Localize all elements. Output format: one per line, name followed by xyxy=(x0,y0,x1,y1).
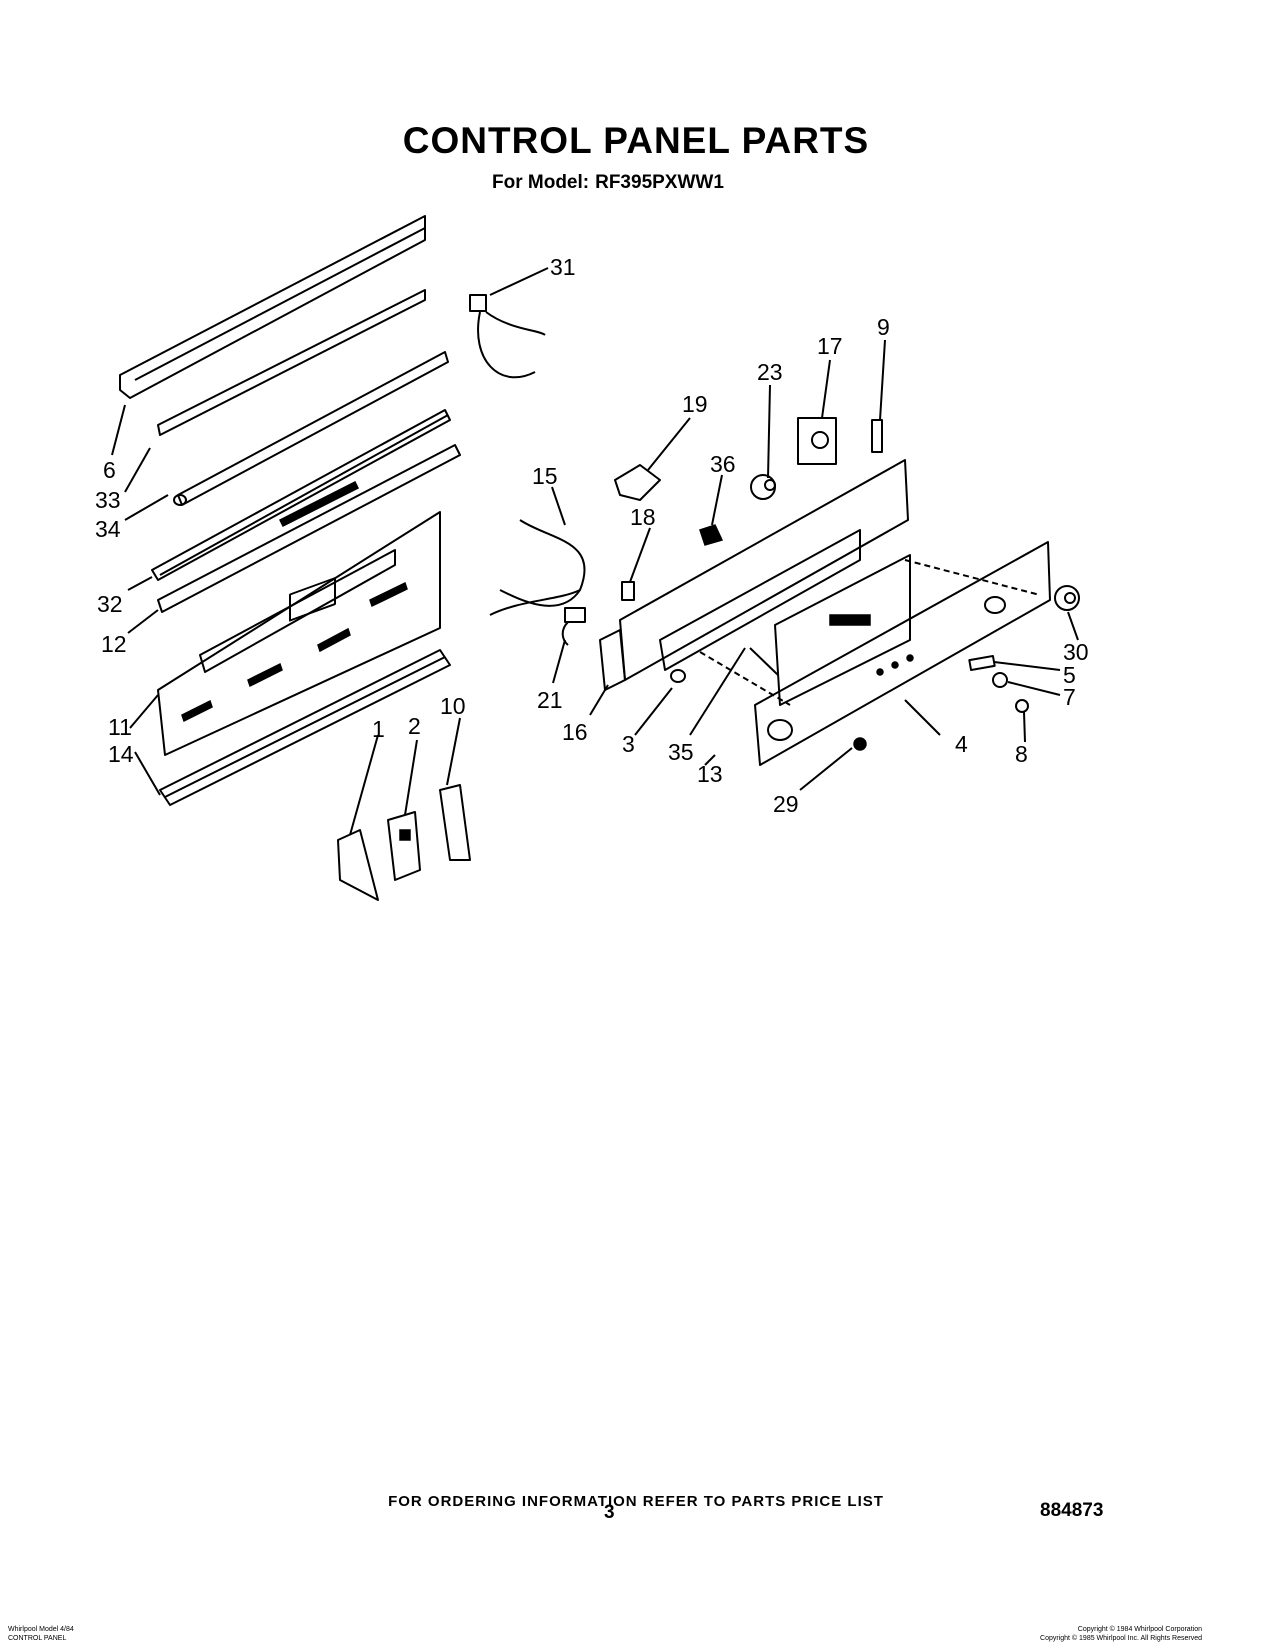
part-33-strip xyxy=(157,289,426,436)
callout-29: 29 xyxy=(773,791,799,817)
part-12-panel-strip xyxy=(157,444,461,613)
callout-17: 17 xyxy=(817,333,843,359)
exploded-parts-diagram: 31 9 17 23 19 36 15 18 6 33 34 32 12 11 … xyxy=(95,215,1089,901)
leader-lines xyxy=(111,267,1079,836)
part-8-screw xyxy=(1015,699,1029,713)
callout-35: 35 xyxy=(668,739,694,765)
callout-labels: 31 9 17 23 19 36 15 18 6 33 34 32 12 11 … xyxy=(95,254,1089,817)
part-34-rod xyxy=(173,351,449,506)
part-13-board xyxy=(774,554,911,706)
callout-4: 4 xyxy=(955,731,968,757)
document-number: 884873 xyxy=(1040,1500,1104,1521)
part-18-clip xyxy=(621,581,635,601)
part-6-top-trim xyxy=(119,215,426,399)
part-10-bracket xyxy=(439,784,471,861)
footer-right-copyright: Copyright © 1984 Whirlpool Corporation C… xyxy=(1040,1625,1202,1643)
callout-30: 30 xyxy=(1063,639,1089,665)
callout-16: 16 xyxy=(562,719,588,745)
part-15-wire xyxy=(489,519,586,616)
callout-23: 23 xyxy=(757,359,783,385)
callout-36: 36 xyxy=(710,451,736,477)
ordering-information-note: FOR ORDERING INFORMATION REFER TO PARTS … xyxy=(388,1493,884,1510)
callout-13: 13 xyxy=(697,761,723,787)
callout-2: 2 xyxy=(408,713,421,739)
callout-10: 10 xyxy=(440,693,466,719)
callout-7: 7 xyxy=(1063,684,1076,710)
part-21-connector xyxy=(561,607,586,646)
part-19-switch xyxy=(614,464,661,501)
part-7-washer xyxy=(992,672,1008,688)
part-30-knob xyxy=(1054,585,1080,611)
footer-left-line-2: CONTROL PANEL xyxy=(8,1635,67,1642)
part-36-clip xyxy=(699,524,724,546)
footer-left-credit: Whirlpool Model 4/84 CONTROL PANEL xyxy=(8,1625,74,1643)
callout-6: 6 xyxy=(103,457,116,483)
part-23-knob xyxy=(750,474,776,500)
part-14-bottom-trim xyxy=(159,649,451,806)
callout-34: 34 xyxy=(95,516,121,542)
part-32-upper-rail xyxy=(151,409,451,581)
callout-12: 12 xyxy=(101,631,127,657)
callout-1: 1 xyxy=(372,716,385,742)
part-1-bracket xyxy=(337,829,379,901)
model-subtitle: For Model:RF395PXWW1 xyxy=(492,172,730,194)
callout-9: 9 xyxy=(877,314,890,340)
callout-15: 15 xyxy=(532,463,558,489)
callout-8: 8 xyxy=(1015,741,1028,767)
callout-18: 18 xyxy=(630,504,656,530)
page-number: 3 xyxy=(604,1502,615,1523)
part-9-spring xyxy=(871,419,883,453)
footer-right-line-1: Copyright © 1984 Whirlpool Corporation xyxy=(1077,1626,1202,1633)
callout-3: 3 xyxy=(622,731,635,757)
callout-21: 21 xyxy=(537,687,563,713)
callout-11: 11 xyxy=(108,714,132,740)
part-11-main-panel xyxy=(157,511,441,756)
callout-5: 5 xyxy=(1063,662,1076,688)
callout-19: 19 xyxy=(682,391,708,417)
callout-31: 31 xyxy=(550,254,576,280)
part-2-clip xyxy=(387,811,421,881)
page-title: CONTROL PANEL PARTS xyxy=(402,120,870,161)
model-number: RF395PXWW1 xyxy=(595,172,724,193)
footer-left-line-1: Whirlpool Model 4/84 xyxy=(8,1626,74,1633)
part-29-knob xyxy=(853,737,867,751)
callout-14: 14 xyxy=(108,741,134,767)
part-16-housing xyxy=(599,459,909,691)
part-17-timer xyxy=(797,417,837,465)
part-5-shaft xyxy=(968,654,996,672)
footer-right-line-2: Copyright © 1985 Whirlpool Inc. All Righ… xyxy=(1040,1635,1202,1642)
callout-33: 33 xyxy=(95,487,121,513)
callout-32: 32 xyxy=(97,591,123,617)
part-31-harness xyxy=(469,294,546,379)
part-4-front-panel xyxy=(754,541,1051,766)
model-label: For Model: xyxy=(492,172,590,193)
part-3-grommet xyxy=(670,669,686,683)
